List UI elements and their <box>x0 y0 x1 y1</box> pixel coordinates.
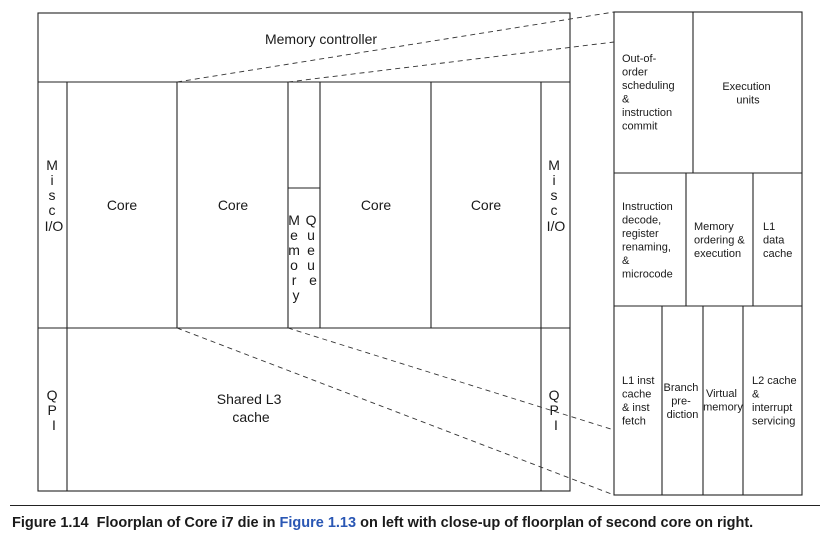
instruction-decode-line: & <box>622 255 630 267</box>
zoom-line-1 <box>176 11 615 83</box>
instruction-decode-line: Instruction <box>622 201 673 213</box>
qpi-left-line: I <box>52 417 56 433</box>
memory-label-line: y <box>293 287 300 303</box>
qpi-left-line: P <box>48 402 57 418</box>
virtual-memory-line: Virtual <box>706 388 737 400</box>
qpi-left-line: Q <box>47 387 58 403</box>
misc-io-right-line: c <box>551 202 558 218</box>
execution-units-line: units <box>736 95 760 107</box>
memory-ordering-line: execution <box>694 248 741 260</box>
l1-inst-cache-line: & inst <box>622 402 650 414</box>
caption-text-2: on left with close-up of floorplan of se… <box>360 515 754 531</box>
branch-prediction-line: Branch <box>664 382 699 394</box>
zoom-lines <box>176 11 615 496</box>
instruction-decode-line: register <box>622 228 659 240</box>
caption-text-1: Floorplan of Core i7 die in <box>96 515 276 531</box>
qpi-right-line: I <box>554 417 558 433</box>
misc-io-left-line: I/O <box>45 218 64 234</box>
out-of-order-line: Out-of- <box>622 53 657 65</box>
core-2-label: Core <box>218 197 249 213</box>
memory-label-line: o <box>290 257 298 273</box>
shared-l3-label: Shared L3 cache <box>217 391 286 425</box>
out-of-order-line: scheduling <box>622 80 675 92</box>
die-outline <box>37 12 571 492</box>
l1-inst-cache-label: L1 inst cache & inst fetch <box>622 375 657 428</box>
core-1-label: Core <box>107 197 138 213</box>
misc-io-left-label: M i s c I/O <box>45 157 64 234</box>
caption-label: Figure 1.14 <box>12 515 89 531</box>
qpi-right-line: P <box>550 402 559 418</box>
qpi-right-label: Q P I <box>549 387 564 433</box>
queue-label-line: u <box>307 227 315 243</box>
queue-label-line: Q <box>306 212 317 228</box>
queue-label-line: e <box>307 242 315 258</box>
core-4-label: Core <box>471 197 502 213</box>
memory-label-line: m <box>288 242 300 258</box>
l1-inst-cache-line: L1 inst <box>622 375 654 387</box>
instruction-decode-line: decode, <box>622 215 661 227</box>
branch-prediction-line: pre- <box>671 396 691 408</box>
qpi-right-line: Q <box>549 387 560 403</box>
zoom-line-2 <box>287 41 615 83</box>
misc-io-right-line: i <box>552 172 555 188</box>
out-of-order-label: Out-of- order scheduling & instruction c… <box>622 53 678 133</box>
memory-label-line: M <box>288 212 300 228</box>
misc-io-right-line: M <box>548 157 560 173</box>
out-of-order-line: commit <box>622 121 657 133</box>
misc-io-left-line: s <box>49 187 56 203</box>
out-of-order-line: instruction <box>622 107 672 119</box>
shared-l3-line: cache <box>232 409 270 425</box>
memory-label: M e m o r y <box>288 212 304 303</box>
memory-ordering-line: ordering & <box>694 235 745 247</box>
closeup-outline <box>613 11 803 496</box>
execution-units-line: Execution <box>722 81 770 93</box>
memory-label-line: e <box>290 227 298 243</box>
core-closeup <box>613 11 803 496</box>
misc-io-right-line: s <box>551 187 558 203</box>
caption-figure-link[interactable]: Figure 1.13 <box>279 515 357 531</box>
branch-prediction-line: diction <box>667 409 699 421</box>
out-of-order-line: order <box>622 67 648 79</box>
l1-inst-cache-line: cache <box>622 389 651 401</box>
virtual-memory-line: memory <box>703 402 743 414</box>
queue-label-line: e <box>309 272 317 288</box>
l2-cache-line: & <box>752 389 760 401</box>
die-floorplan <box>37 12 571 492</box>
core-3-label: Core <box>361 197 392 213</box>
memory-controller-label: Memory controller <box>265 31 377 47</box>
l1-inst-cache-line: fetch <box>622 416 646 428</box>
out-of-order-line: & <box>622 94 630 106</box>
figure-caption: Figure 1.14 Floorplan of Core i7 die in … <box>12 515 822 531</box>
execution-units-label: Execution units <box>722 81 773 107</box>
shared-l3-line: Shared L3 <box>217 391 282 407</box>
l1-data-cache-line: cache <box>763 248 792 260</box>
instruction-decode-line: renaming, <box>622 242 671 254</box>
misc-io-right-label: M i s c I/O <box>547 157 566 234</box>
l2-cache-line: servicing <box>752 416 795 428</box>
memory-ordering-line: Memory <box>694 221 734 233</box>
virtual-memory-label: Virtual memory <box>703 388 743 414</box>
zoom-line-3 <box>176 327 615 496</box>
misc-io-left-line: i <box>50 172 53 188</box>
l2-cache-label: L2 cache & interrupt servicing <box>752 375 800 428</box>
queue-label-line: u <box>307 257 315 273</box>
l1-data-cache-line: L1 <box>763 221 775 233</box>
misc-io-left-line: M <box>46 157 58 173</box>
l1-data-cache-line: data <box>763 235 785 247</box>
memory-label-line: r <box>292 272 297 288</box>
branch-prediction-label: Branch pre- diction <box>664 382 702 421</box>
misc-io-left-line: c <box>49 202 56 218</box>
caption-rule <box>10 505 820 506</box>
zoom-line-4 <box>287 327 615 431</box>
qpi-left-label: Q P I <box>47 387 62 433</box>
memory-ordering-label: Memory ordering & execution <box>694 221 748 260</box>
floorplan-diagram: Memory controller M i s c I/O M i s c I/… <box>37 11 803 496</box>
misc-io-right-line: I/O <box>547 218 566 234</box>
l2-cache-line: L2 cache <box>752 375 797 387</box>
l2-cache-line: interrupt <box>752 402 792 414</box>
instruction-decode-label: Instruction decode, register renaming, &… <box>622 201 676 281</box>
queue-label: Q u e u e <box>306 212 321 288</box>
instruction-decode-line: microcode <box>622 269 673 281</box>
l1-data-cache-label: L1 data cache <box>763 221 792 260</box>
